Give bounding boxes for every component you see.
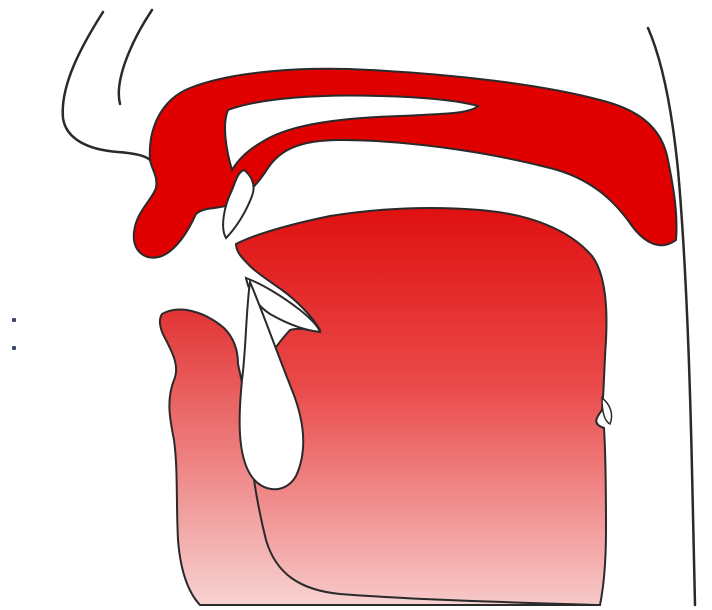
dot-lower [12,346,16,350]
epiglottis-notch [602,398,612,424]
pharynx-wall [648,28,695,605]
dot-upper [12,318,16,322]
nostril-outline [119,10,152,104]
colon-mark [12,318,16,358]
